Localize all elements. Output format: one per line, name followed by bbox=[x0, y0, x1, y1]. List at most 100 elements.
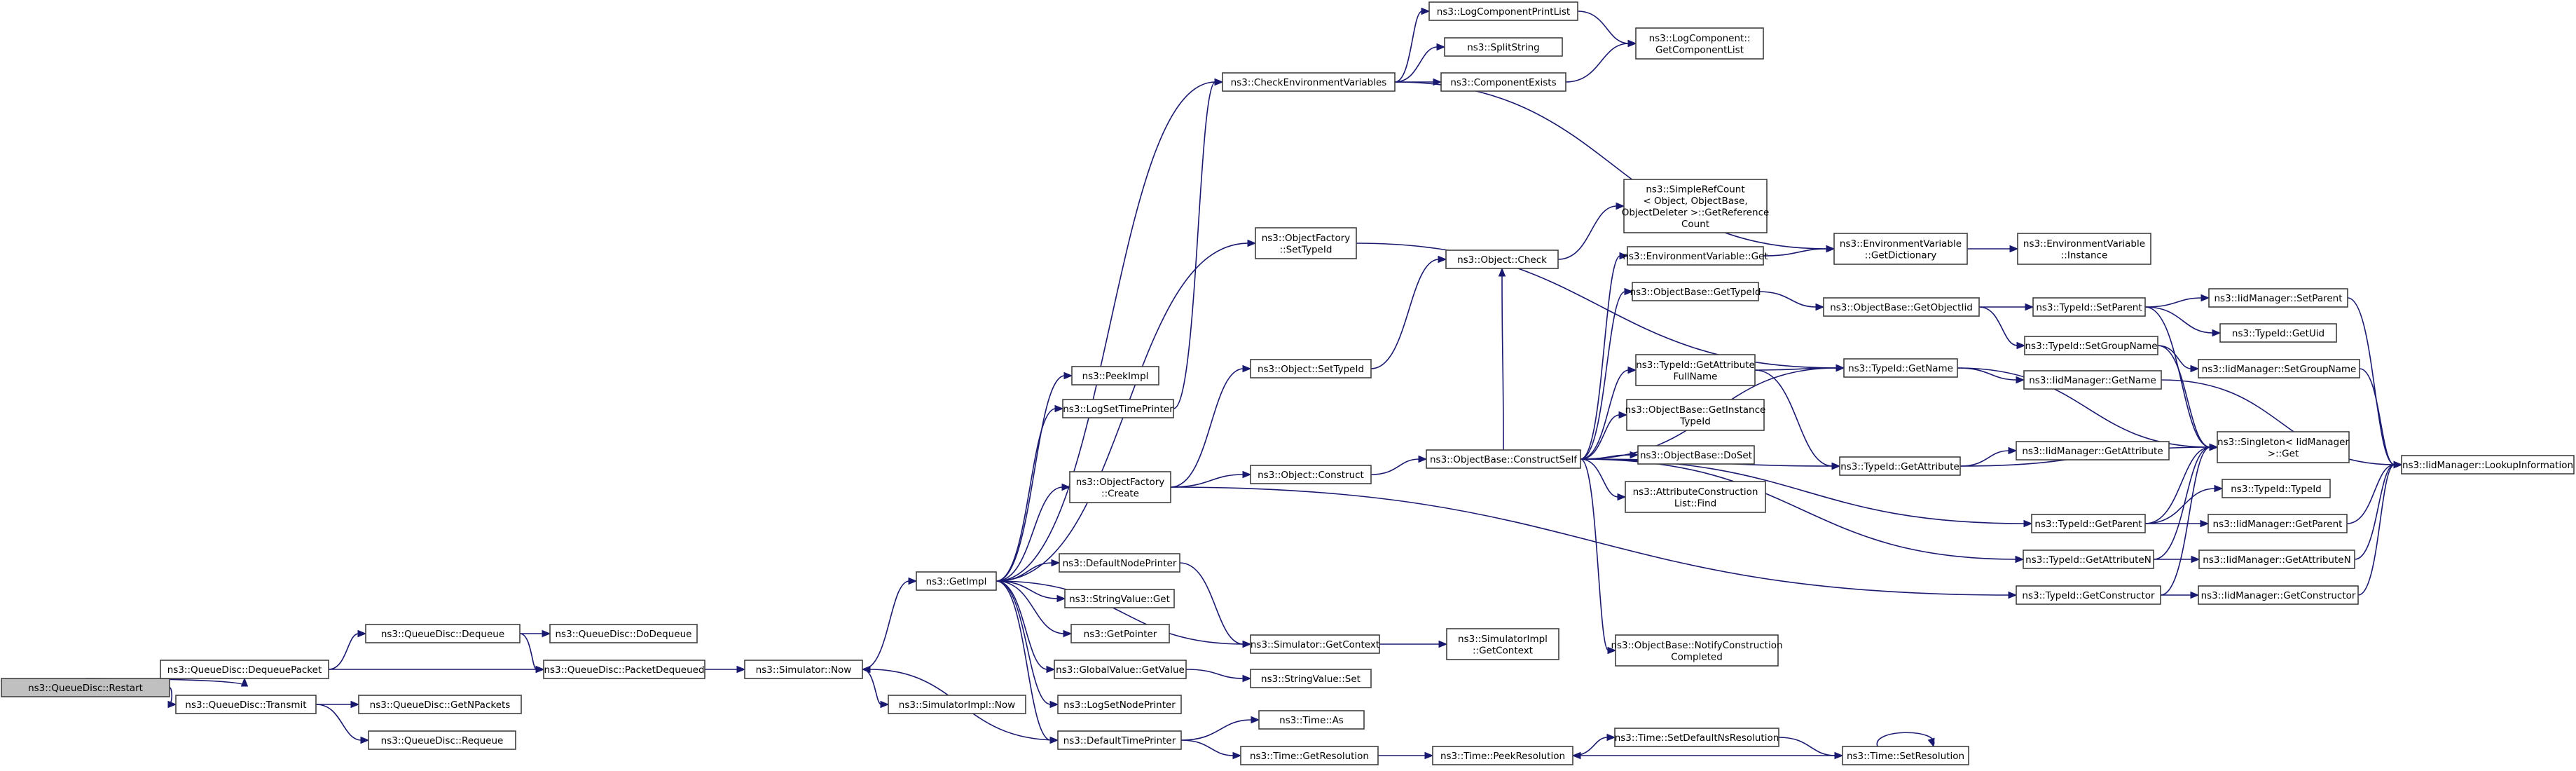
node-object-construct[interactable]: ns3::Object::Construct bbox=[1250, 465, 1372, 484]
node-box bbox=[888, 695, 1026, 714]
node-obj-base-get-object-iid[interactable]: ns3::ObjectBase::GetObjectIid bbox=[1823, 297, 1980, 317]
node-time-as[interactable]: ns3::Time::As bbox=[1258, 710, 1365, 730]
node-iid-set-parent[interactable]: ns3::IidManager::SetParent bbox=[2208, 288, 2348, 308]
node-obj-factory-set-type-id[interactable]: ns3::ObjectFactory::SetTypeId bbox=[1255, 227, 1357, 259]
node-obj-base-do-set[interactable]: ns3::ObjectBase::DoSet bbox=[1637, 445, 1755, 465]
node-env-var-get[interactable]: ns3::EnvironmentVariable::Get bbox=[1623, 246, 1768, 266]
node-singleton-get[interactable]: ns3::Singleton< IidManager>::Get bbox=[2217, 431, 2350, 463]
node-get-impl[interactable]: ns3::GetImpl bbox=[916, 571, 997, 591]
node-packet-dequeued[interactable]: ns3::QueueDisc::PacketDequeued bbox=[543, 660, 705, 679]
node-box bbox=[1839, 456, 1961, 476]
node-sim-get-context[interactable]: ns3::Simulator::GetContext bbox=[1250, 634, 1380, 654]
arrow-head bbox=[1606, 733, 1616, 742]
node-get-pointer[interactable]: ns3::GetPointer bbox=[1070, 624, 1170, 643]
arrow-head bbox=[2190, 591, 2200, 599]
node-box bbox=[1250, 669, 1372, 688]
node-component-exists[interactable]: ns3::ComponentExists bbox=[1440, 72, 1566, 92]
node-env-var-instance[interactable]: ns3::EnvironmentVariable::Instance bbox=[2017, 233, 2151, 265]
node-requeue[interactable]: ns3::QueueDisc::Requeue bbox=[368, 730, 516, 750]
edge-object-construct-to-obj-base-construct-self bbox=[1370, 458, 1420, 475]
node-transmit[interactable]: ns3::QueueDisc::Transmit bbox=[175, 695, 317, 714]
node-log-comp-get-list[interactable]: ns3::LogComponent::GetComponentList bbox=[1635, 27, 1764, 60]
node-iid-lookup-information[interactable]: ns3::IidManager::LookupInformation bbox=[2401, 455, 2575, 475]
node-default-node-printer[interactable]: ns3::DefaultNodePrinter bbox=[1059, 553, 1180, 573]
node-box bbox=[175, 695, 317, 714]
node-obj-factory-create[interactable]: ns3::ObjectFactory::Create bbox=[1069, 471, 1171, 503]
node-label: ns3::QueueDisc::Restart bbox=[28, 683, 143, 694]
arrow-head bbox=[1242, 364, 1252, 373]
node-iid-get-parent[interactable]: ns3::IidManager::GetParent bbox=[2207, 514, 2348, 533]
node-dequeue[interactable]: ns3::QueueDisc::Dequeue bbox=[365, 624, 521, 643]
node-check-env-vars[interactable]: ns3::CheckEnvironmentVariables bbox=[1222, 72, 1396, 92]
node-type-id-get-attribute-n[interactable]: ns3::TypeId::GetAttributeN bbox=[2023, 550, 2154, 569]
node-env-var-get-dictionary[interactable]: ns3::EnvironmentVariable::GetDictionary bbox=[1833, 233, 1968, 265]
node-type-id-set-group-name[interactable]: ns3::TypeId::SetGroupName bbox=[2024, 336, 2158, 355]
node-object-check[interactable]: ns3::Object::Check bbox=[1445, 250, 1559, 269]
node-box bbox=[1071, 366, 1159, 386]
node-type-id-get-name[interactable]: ns3::TypeId::GetName bbox=[1843, 358, 1958, 378]
node-label: ns3::QueueDisc::DoDequeue bbox=[556, 629, 692, 640]
edge-type-id-get-attr-full-name-to-type-id-get-attribute bbox=[1754, 369, 1833, 467]
arrow-head bbox=[880, 700, 890, 709]
node-obj-base-construct-self[interactable]: ns3::ObjectBase::ConstructSelf bbox=[1426, 449, 1581, 469]
node-split-string[interactable]: ns3::SplitString bbox=[1444, 37, 1563, 57]
node-string-value-get[interactable]: ns3::StringValue::Get bbox=[1064, 589, 1175, 608]
node-type-id-get-attribute[interactable]: ns3::TypeId::GetAttribute bbox=[1839, 456, 1961, 476]
node-type-id-set-parent[interactable]: ns3::TypeId::SetParent bbox=[2032, 297, 2146, 317]
node-get-npackets[interactable]: ns3::QueueDisc::GetNPackets bbox=[358, 695, 522, 714]
edge-set-default-ns-resolution-to-time-set-resolution bbox=[1778, 737, 1836, 756]
node-time-get-resolution[interactable]: ns3::Time::GetResolution bbox=[1240, 746, 1379, 765]
node-type-id-get-parent[interactable]: ns3::TypeId::GetParent bbox=[2031, 514, 2146, 533]
node-time-peek-resolution[interactable]: ns3::Time::PeekResolution bbox=[1432, 746, 1573, 765]
edge-time-set-resolution-to-time-set-resolution bbox=[1876, 732, 1935, 747]
node-global-value-get-value[interactable]: ns3::GlobalValue::GetValue bbox=[1054, 660, 1187, 679]
node-sim-now[interactable]: ns3::Simulator::Now bbox=[744, 660, 863, 679]
node-do-dequeue[interactable]: ns3::QueueDisc::DoDequeue bbox=[549, 624, 698, 643]
node-peek-impl[interactable]: ns3::PeekImpl bbox=[1071, 366, 1159, 386]
node-label: ns3::Time::As bbox=[1279, 715, 1344, 726]
node-obj-base-notify-construction[interactable]: ns3::ObjectBase::NotifyConstructionCompl… bbox=[1611, 634, 1783, 667]
arrow-head bbox=[2393, 460, 2403, 469]
node-log-set-time-printer[interactable]: ns3::LogSetTimePrinter bbox=[1062, 399, 1174, 418]
node-label: ns3::LogSetTimePrinter bbox=[1063, 404, 1173, 415]
node-object-set-type-id[interactable]: ns3::Object::SetTypeId bbox=[1250, 359, 1372, 378]
node-iid-set-group-name[interactable]: ns3::IidManager::SetGroupName bbox=[2198, 359, 2360, 378]
edge-log-comp-print-list-to-log-comp-get-list bbox=[1577, 11, 1630, 44]
node-time-set-resolution[interactable]: ns3::Time::SetResolution bbox=[1842, 746, 1969, 765]
node-string-value-set[interactable]: ns3::StringValue::Set bbox=[1250, 669, 1372, 688]
node-iid-get-constructor[interactable]: ns3::IidManager::GetConstructor bbox=[2198, 585, 2359, 605]
node-box bbox=[358, 695, 522, 714]
node-label: ::Create bbox=[1101, 488, 1139, 499]
edge-get-impl-to-get-pointer bbox=[996, 580, 1065, 634]
node-sim-impl-get-context[interactable]: ns3::SimulatorImpl::GetContext bbox=[1446, 628, 1559, 660]
node-set-default-ns-resolution[interactable]: ns3::Time::SetDefaultNsResolution bbox=[1614, 728, 1779, 747]
node-log-comp-print-list[interactable]: ns3::LogComponentPrintList bbox=[1428, 1, 1578, 21]
node-label: ns3::ObjectBase::DoSet bbox=[1640, 450, 1752, 461]
edge-dequeue-to-packet-dequeued bbox=[519, 633, 537, 670]
node-iid-get-attribute[interactable]: ns3::IidManager::GetAttribute bbox=[2016, 441, 2170, 460]
node-default-time-printer[interactable]: ns3::DefaultTimePrinter bbox=[1057, 730, 1182, 750]
node-box bbox=[1069, 471, 1171, 503]
node-type-id-type-id[interactable]: ns3::TypeId::TypeId bbox=[2222, 479, 2331, 498]
node-dequeue-packet[interactable]: ns3::QueueDisc::DequeuePacket bbox=[160, 660, 329, 679]
arrow-head bbox=[2025, 303, 2034, 311]
node-iid-get-attribute-n[interactable]: ns3::IidManager::GetAttributeN bbox=[2198, 550, 2355, 569]
node-simple-ref-count[interactable]: ns3::SimpleRefCount< Object, ObjectBase,… bbox=[1622, 179, 1770, 233]
edge-transmit-to-requeue bbox=[315, 704, 362, 741]
node-label: ns3::LogSetNodePrinter bbox=[1063, 700, 1176, 711]
arrow-head bbox=[1242, 470, 1252, 479]
node-label: ns3::QueueDisc::Transmit bbox=[185, 700, 306, 711]
node-iid-get-name[interactable]: ns3::IidManager::GetName bbox=[2023, 370, 2162, 390]
node-sim-impl-now[interactable]: ns3::SimulatorImpl::Now bbox=[888, 695, 1026, 714]
node-type-id-get-constructor[interactable]: ns3::TypeId::GetConstructor bbox=[2016, 585, 2161, 605]
node-restart[interactable]: ns3::QueueDisc::Restart bbox=[1, 678, 170, 697]
node-type-id-get-uid[interactable]: ns3::TypeId::GetUid bbox=[2219, 323, 2337, 343]
node-log-set-node-printer[interactable]: ns3::LogSetNodePrinter bbox=[1057, 695, 1182, 714]
arrow-head bbox=[1046, 665, 1056, 674]
node-obj-base-get-type-id[interactable]: ns3::ObjectBase::GetTypeId bbox=[1630, 282, 1761, 301]
edge-iid-get-attribute-n-to-iid-lookup-information bbox=[2354, 464, 2395, 560]
node-box bbox=[1250, 465, 1372, 484]
